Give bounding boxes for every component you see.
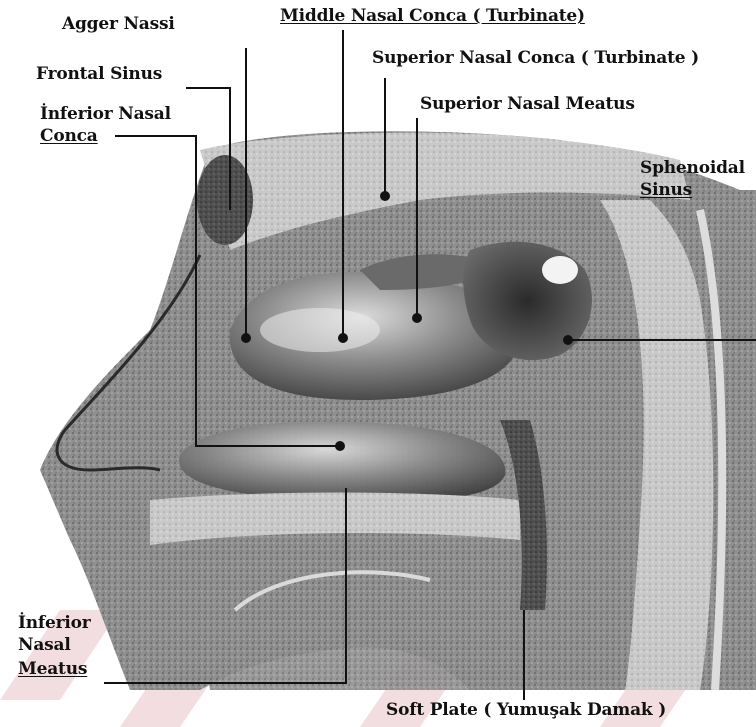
label-superior-nasal-meatus: Superior Nasal Meatus [420,94,635,114]
label-superior-nasal-conca: Superior Nasal Conca ( Turbinate ) [372,48,699,68]
label-soft-plate: Soft Plate ( Yumuşak Damak ) [386,700,666,720]
label-middle-nasal-conca: Middle Nasal Conca ( Turbinate) [280,6,585,26]
label-inferior-nasal-meatus-line1: İnferior [18,613,91,633]
label-inferior-nasal-conca-line2: Conca [40,126,98,146]
label-sphenoidal-line1: Sphenoidal [640,158,745,178]
label-frontal-sinus: Frontal Sinus [36,64,162,84]
label-inferior-nasal-meatus-line2: Nasal [18,635,71,655]
label-inferior-nasal-conca-line1: İnferior Nasal [40,104,171,124]
label-agger-nassi: Agger Nassi [62,14,175,34]
label-sphenoidal-line2: Sinus [640,180,692,200]
label-inferior-nasal-meatus-line3: Meatus [18,659,87,679]
